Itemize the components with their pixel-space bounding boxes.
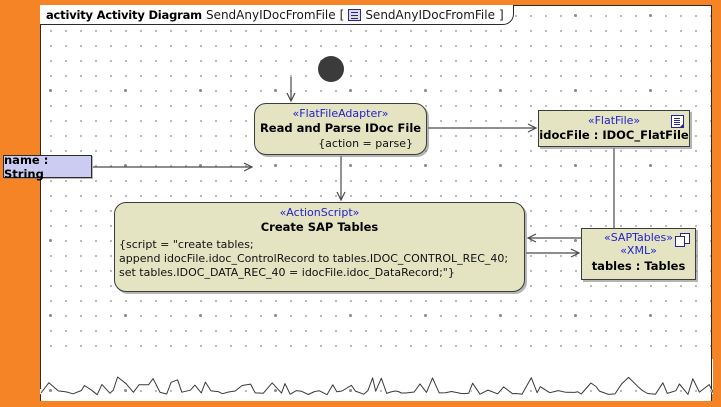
stereotype-label: «FlatFileAdapter» <box>292 107 389 120</box>
initial-node[interactable] <box>318 56 344 82</box>
object-name: idocFile : IDOC_FlatFile <box>539 128 689 142</box>
action-create-sap-tables[interactable]: «ActionScript» Create SAP Tables {script… <box>114 202 525 292</box>
multi-document-icon <box>675 233 690 247</box>
diagram-frame-title: activity Activity Diagram SendAnyIDocFro… <box>40 5 514 25</box>
action-name: Read and Parse IDoc File <box>259 121 422 135</box>
parameter-label: name : String <box>4 152 49 181</box>
object-name: tables : Tables <box>591 259 686 273</box>
action-script-line-2: append idocFile.idoc_ControlRecord to ta… <box>119 252 509 265</box>
action-name: Create SAP Tables <box>260 220 379 234</box>
action-read-and-parse-idoc-file[interactable]: «FlatFileAdapter» Read and Parse IDoc Fi… <box>254 103 427 155</box>
action-script-line-1: {script = "create tables; <box>119 238 254 251</box>
stereotype-label: «FlatFile» <box>587 114 641 127</box>
frame-name: SendAnyIDocFromFile <box>205 7 336 22</box>
activity-diagram-icon <box>348 8 362 21</box>
object-node-idocfile[interactable]: «FlatFile» idocFile : IDOC_FlatFile <box>538 110 690 147</box>
action-script-line-3: set tables.IDOC_DATA_REC_40 = idocFile.i… <box>119 266 455 279</box>
activity-diagram-frame: «FlatFileAdapter» Read and Parse IDoc Fi… <box>40 5 712 401</box>
stereotype-label: «ActionScript» <box>279 206 360 219</box>
stereotype-label-secondary: «XML» <box>620 244 657 257</box>
frame-ref: SendAnyIDocFromFile <box>365 7 495 22</box>
bracket-close: ] <box>498 7 504 22</box>
object-node-tables[interactable]: «SAPTables» «XML» tables : Tables <box>581 228 696 280</box>
stereotype-label: «SAPTables» <box>604 231 673 244</box>
torn-paper-edge <box>0 359 721 407</box>
action-property: {action = parse} <box>318 137 413 150</box>
activity-parameter-node-name[interactable]: name : String <box>3 152 92 181</box>
frame-keyword: activity Activity Diagram <box>46 7 202 22</box>
document-icon <box>671 115 684 128</box>
bracket-open: [ <box>339 7 345 22</box>
